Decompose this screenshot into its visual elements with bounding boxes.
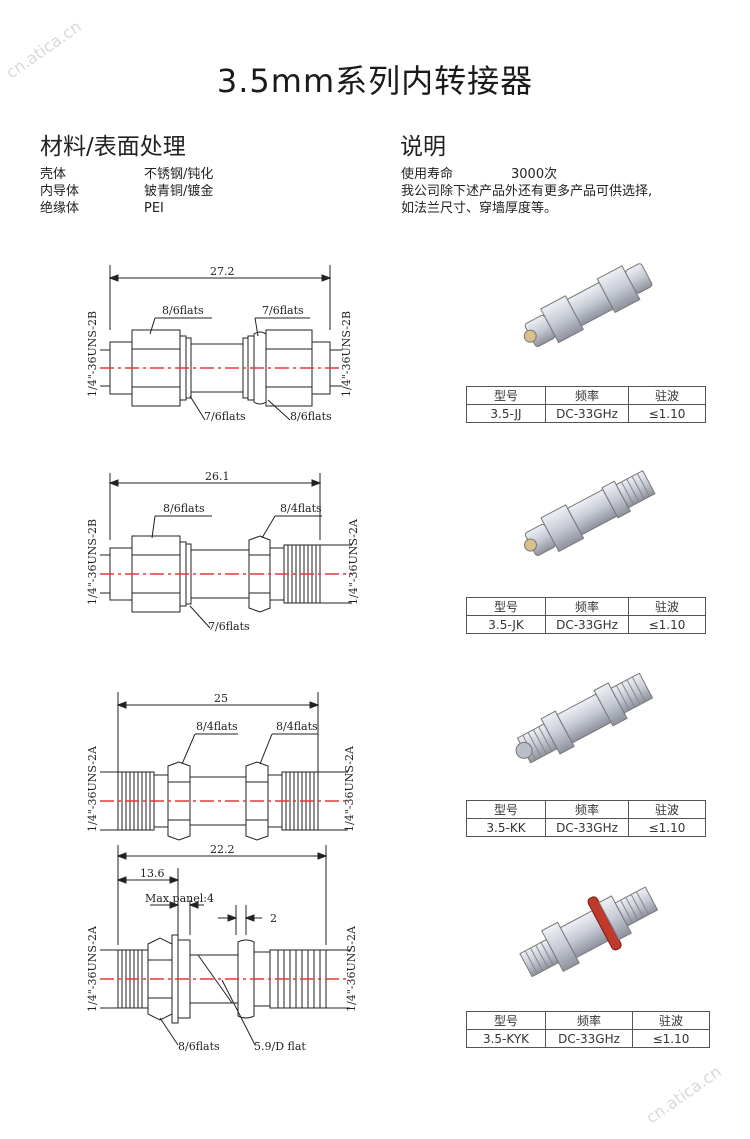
model-value: 3.5-KK (466, 818, 546, 837)
page-title: 3.5mm系列内转接器 (216, 62, 534, 100)
drawing-jj (100, 265, 342, 421)
product-image-kk (515, 672, 654, 764)
vswr-value: ≤1.10 (628, 404, 706, 423)
flat-label: 8/4flats (276, 720, 318, 733)
description-heading: 说明 (400, 134, 446, 160)
material-part: 内导体 (40, 184, 80, 199)
freq-value: DC-33GHz (545, 1029, 633, 1048)
header-freq: 频率 (545, 800, 629, 819)
thread-label: 1/4"-36UNS-2A (345, 925, 358, 1012)
life-label: 使用寿命 (401, 167, 454, 182)
product-image-jk (523, 469, 656, 556)
thread-label: 1/4"-36UNS-2A (86, 745, 99, 832)
header-freq: 频率 (545, 1011, 633, 1030)
header-model: 型号 (466, 597, 546, 616)
drawing-kk (100, 692, 348, 841)
material-part: 绝缘体 (40, 201, 80, 216)
flat-label: 8/6flats (162, 304, 204, 317)
drawing-jk (100, 473, 352, 629)
flat-label: 7/6flats (262, 304, 304, 317)
thread-label: 1/4"-36UNS-2B (340, 311, 353, 397)
panel-label: Max panel:4 (145, 892, 214, 905)
thread-label: 1/4"-36UNS-2B (86, 519, 99, 605)
header-model: 型号 (466, 1011, 546, 1030)
model-value: 3.5-JK (466, 615, 546, 634)
flat-label: 8/4flats (196, 720, 238, 733)
vswr-value: ≤1.10 (628, 615, 706, 634)
thread-label: 1/4"-36UNS-2A (343, 745, 356, 832)
materials-list: 壳体 不锈钢/钝化 内导体 铍青铜/镀金 绝缘体 PEI (40, 166, 213, 217)
product-image-kyk (519, 886, 659, 978)
materials-heading: 材料/表面处理 (40, 134, 186, 160)
flat-label: 7/6flats (208, 620, 250, 633)
flat-label: 8/4flats (280, 502, 322, 515)
material-value: 不锈钢/钝化 (144, 167, 214, 182)
life-value: 3000次 (511, 167, 558, 182)
description-text: 使用寿命 3000次 我公司除下述产品外还有更多产品可供选择, 如法兰尺寸、穿墙厚… (401, 166, 652, 217)
description-line-2: 如法兰尺寸、穿墙厚度等。 (401, 201, 558, 216)
vswr-value: ≤1.10 (632, 1029, 710, 1048)
model-value: 3.5-KYK (466, 1029, 546, 1048)
header-model: 型号 (466, 800, 546, 819)
thread-label: 1/4"-36UNS-2B (86, 311, 99, 397)
material-value: 铍青铜/镀金 (144, 184, 214, 199)
freq-value: DC-33GHz (545, 404, 629, 423)
gap-label: 2 (270, 912, 277, 925)
flat-label: 8/6flats (178, 1040, 220, 1053)
flat-label: 5.9/D flat (254, 1040, 306, 1053)
flat-label: 7/6flats (204, 410, 246, 423)
dim-kk-length: 25 (214, 692, 228, 705)
materials-row: 壳体 不锈钢/钝化 (40, 166, 213, 183)
dim-jj-length: 27.2 (210, 265, 235, 278)
header-vswr: 驻波 (628, 597, 706, 616)
thread-label: 1/4"-36UNS-2A (347, 518, 360, 605)
description-line-1: 我公司除下述产品外还有更多产品可供选择, (401, 184, 653, 199)
dim-jk-length: 26.1 (205, 470, 230, 483)
header-freq: 频率 (545, 597, 629, 616)
material-part: 壳体 (40, 167, 67, 182)
header-vswr: 驻波 (632, 1011, 710, 1030)
flat-label: 8/6flats (290, 410, 332, 423)
material-value: PEI (144, 201, 164, 216)
drawing-kyk (100, 845, 350, 1046)
header-freq: 频率 (545, 386, 629, 405)
dim-kyk-sub-length: 13.6 (140, 867, 165, 880)
model-value: 3.5-JJ (466, 404, 546, 423)
centerlines (100, 367, 352, 980)
thread-label: 1/4"-36UNS-2A (86, 925, 99, 1012)
dim-kyk-length: 22.2 (210, 843, 235, 856)
header-model: 型号 (466, 386, 546, 405)
materials-row: 绝缘体 PEI (40, 200, 213, 217)
freq-value: DC-33GHz (545, 615, 629, 634)
product-image-jj (523, 263, 653, 348)
freq-value: DC-33GHz (545, 818, 629, 837)
flat-label: 8/6flats (163, 502, 205, 515)
vswr-value: ≤1.10 (628, 818, 706, 837)
materials-row: 内导体 铍青铜/镀金 (40, 183, 213, 200)
header-vswr: 驻波 (628, 800, 706, 819)
header-vswr: 驻波 (628, 386, 706, 405)
